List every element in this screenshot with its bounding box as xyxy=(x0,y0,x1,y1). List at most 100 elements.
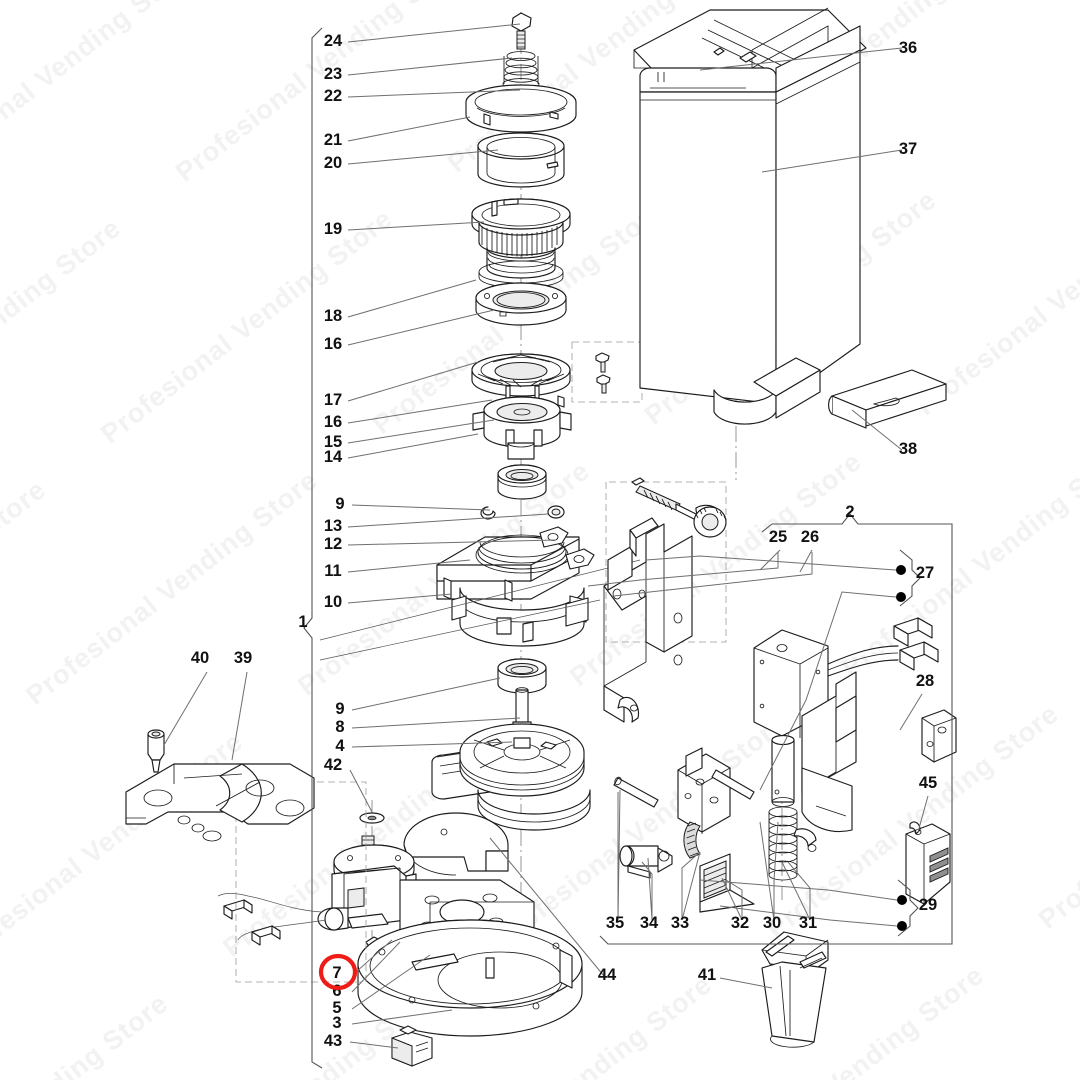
leader-line-8 xyxy=(351,717,521,729)
group-39-40-bracket xyxy=(125,729,315,842)
grinder-upper-stack xyxy=(217,12,611,1067)
callout-leader-lines xyxy=(163,23,929,1049)
assembly-guide-boxes xyxy=(235,341,727,983)
leader-line-20 xyxy=(347,149,499,165)
part-15-burr-holder xyxy=(472,395,572,460)
callout-number-9: 9 xyxy=(335,495,344,513)
leader-line-44 xyxy=(489,837,605,977)
callout-number-14: 14 xyxy=(324,448,343,466)
part-12-seal xyxy=(547,505,565,519)
leader-line-31 xyxy=(781,861,811,921)
callout-number-36: 36 xyxy=(899,39,917,57)
leader-line-15 xyxy=(347,419,495,444)
part-44-motor-cover xyxy=(403,812,509,876)
brace-25-26 xyxy=(587,552,813,597)
leader-line-41 xyxy=(719,977,773,989)
callout-number-29: 29 xyxy=(919,896,937,914)
fastener-pair-upper xyxy=(595,352,611,394)
part-21-upper-ring xyxy=(465,84,577,133)
leader-line-40 xyxy=(163,671,208,746)
part-24-bolt xyxy=(511,12,532,50)
leader-line-26 xyxy=(799,549,813,573)
leader-line-16 xyxy=(347,399,493,424)
callout-number-8: 8 xyxy=(335,718,344,736)
part-30-solenoid xyxy=(753,629,829,807)
callout-number-25: 25 xyxy=(769,528,787,546)
leader-line-32 xyxy=(721,877,743,921)
part-7-motor xyxy=(217,835,417,946)
leader-line-9 xyxy=(351,677,501,711)
callout-number-3: 3 xyxy=(332,1014,341,1032)
callout-number-7: 7 xyxy=(332,964,341,982)
callout-number-11: 11 xyxy=(324,562,341,580)
callout-number-4: 4 xyxy=(335,737,345,755)
callout-numbers: 2423222120191816171615149131211101984427… xyxy=(191,32,937,1050)
leader-line-25 xyxy=(759,549,781,571)
callout-number-28: 28 xyxy=(916,672,934,690)
part-9-bearing-lower xyxy=(497,658,547,694)
callout-number-32: 32 xyxy=(731,914,749,932)
part-35-rod xyxy=(613,776,659,808)
highlight-ring-part-7 xyxy=(318,953,358,991)
leader-line-34 xyxy=(647,857,653,921)
callout-number-19: 19 xyxy=(324,220,342,238)
leader-line-23 xyxy=(347,57,513,76)
callout-number-37: 37 xyxy=(899,140,917,158)
wiring-harness-27 xyxy=(827,617,939,677)
callout-number-16b: 16 xyxy=(324,413,342,431)
group-bracket-2 xyxy=(599,513,953,945)
leader-line-16 xyxy=(347,309,495,346)
leader-line-11 xyxy=(347,559,471,573)
callout-number-17: 17 xyxy=(324,391,342,409)
leader-line-22 xyxy=(347,89,521,98)
callout-number-12: 12 xyxy=(324,535,342,553)
leader-line-24 xyxy=(347,23,521,43)
callout-number-41: 41 xyxy=(698,966,716,984)
leader-line-33 xyxy=(681,851,701,921)
callout-number-13: 13 xyxy=(324,517,342,535)
callout-number-45: 45 xyxy=(919,774,937,792)
callout-number-2: 2 xyxy=(845,503,854,521)
callout-number-1: 1 xyxy=(298,613,307,631)
leader-line-39 xyxy=(231,671,248,761)
callout-number-40: 40 xyxy=(191,649,209,667)
callout-number-27: 27 xyxy=(916,564,934,582)
callout-number-35: 35 xyxy=(606,914,624,932)
callout-number-22: 22 xyxy=(324,87,342,105)
leader-line-4 xyxy=(351,741,513,748)
part-42-washer xyxy=(359,812,385,824)
leader-line-19 xyxy=(347,221,485,231)
callout-number-20: 20 xyxy=(324,154,342,172)
callout-number-44: 44 xyxy=(598,966,617,984)
brace-27 xyxy=(645,549,921,791)
part-16-burr-carrier-upper xyxy=(475,282,567,326)
callout-number-33: 33 xyxy=(671,914,689,932)
part-4-belt-and-pulley xyxy=(431,723,591,831)
part-30-guide-rod xyxy=(711,769,755,800)
callout-number-43: 43 xyxy=(324,1032,342,1050)
part-25-26-adjust-screw xyxy=(631,477,727,538)
leader-line-37 xyxy=(761,149,903,173)
group-36-37-38-hopper xyxy=(633,7,947,429)
leader-line-17 xyxy=(347,361,479,402)
callout-number-18: 18 xyxy=(324,307,342,325)
callout-number-6: 6 xyxy=(332,982,341,1000)
callout-number-24: 24 xyxy=(324,32,343,50)
part-23-spring xyxy=(502,51,540,90)
part-28-right-frame xyxy=(793,671,957,852)
part-9-bearing-upper xyxy=(497,464,547,500)
leader-line-43 xyxy=(349,1041,399,1049)
bottom-rail xyxy=(617,792,811,920)
leader-line-36 xyxy=(699,47,903,71)
part-34-pin-assembly xyxy=(619,845,673,879)
leader-line-30 xyxy=(759,821,775,921)
part-20-collar-ring xyxy=(477,132,565,188)
part-17-grinding-burr xyxy=(471,353,571,403)
callout-number-30: 30 xyxy=(763,914,781,932)
leader-line-10 xyxy=(347,593,453,604)
callout-number-38: 38 xyxy=(899,440,917,458)
group-2-mechanism xyxy=(603,477,957,913)
callout-number-34: 34 xyxy=(640,914,659,932)
